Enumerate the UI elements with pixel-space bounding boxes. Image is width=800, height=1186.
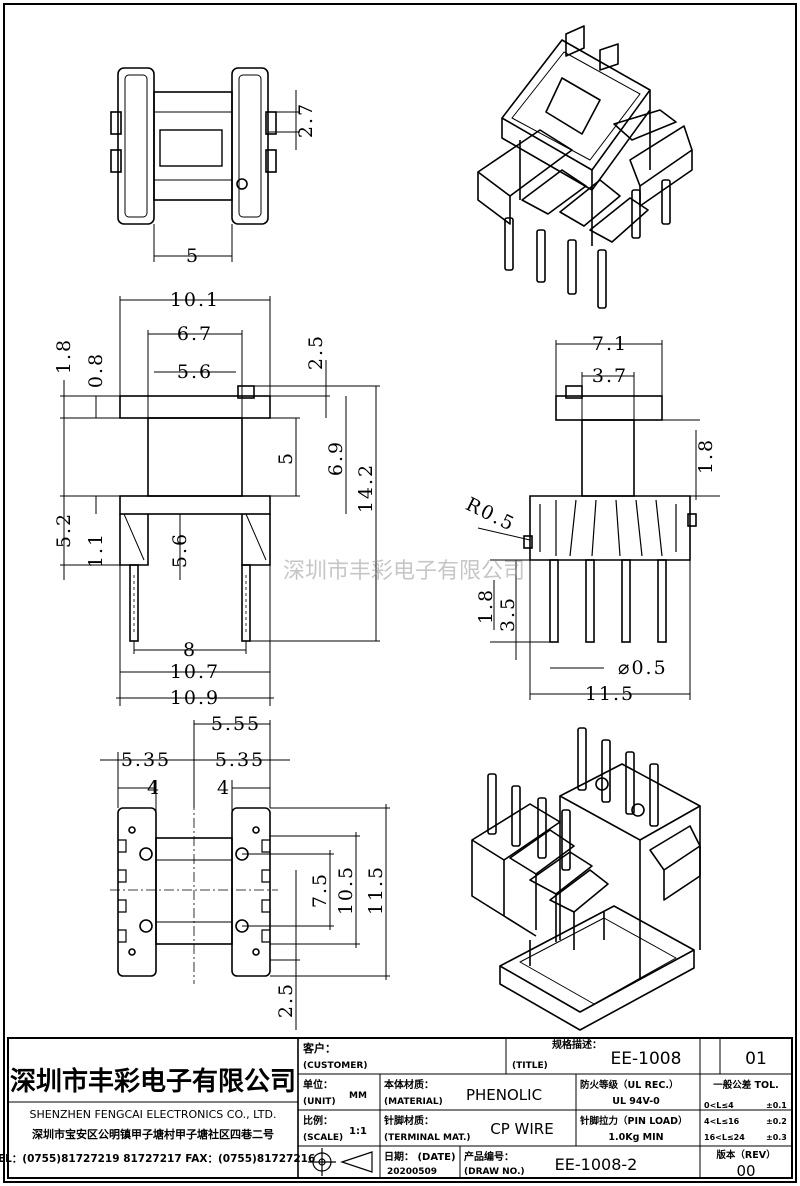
iso-view-top-pins [504,179,671,309]
date-label: 日期： (DATE) [384,1150,456,1163]
dim-front-body-h: 6.9 [325,440,347,476]
customer-label: 客户： [302,1041,336,1055]
drawno-value: EE-1008-2 [555,1155,638,1174]
scale-label: 比例： [303,1114,333,1127]
fire-label: 防火等级（UL REC.） [580,1079,678,1091]
title-label-en: (TITLE) [512,1061,548,1071]
dim-front-core-width: 5.6 [177,361,213,383]
fire-value: UL 94V-0 [612,1096,660,1107]
rev-value: 00 [736,1162,755,1180]
watermark: 深圳市丰彩电子有限公司 [283,559,525,584]
dim-bottom-total: 11.5 [365,865,387,915]
dim-front-post-h: 2.5 [305,334,327,370]
unit-label: 单位： [303,1078,333,1091]
dim-front-pin-pitch: 8 [183,639,197,661]
date-value: 20200509 [387,1167,437,1177]
dim-side-core-w: 3.7 [592,365,628,387]
dim-front-flange-inner: 6.7 [177,323,213,345]
dim-bottom-edge: 2.5 [275,982,297,1018]
terminal-label: 针脚材质： [384,1114,434,1127]
tol-range-1: 0<L≤4 [704,1101,734,1110]
tol-value-2: ±0.2 [766,1117,787,1126]
tol-value-1: ±0.1 [766,1101,787,1110]
side-view-dims [477,340,720,700]
unit-label-en: (UNIT) [303,1097,336,1107]
terminal-label-en: (TERMINAL MAT.) [384,1133,471,1143]
side-view [523,385,697,643]
scale-value: 1:1 [349,1126,367,1137]
bottom-view [110,800,278,984]
pinload-value: 1.0Kg MIN [608,1132,663,1143]
dim-side-pin-dia: ⌀0.5 [618,657,668,679]
tol-range-2: 4<L≤16 [704,1117,740,1126]
iso-view-top [477,25,693,246]
dim-bottom-left-pad: 4 [147,777,161,799]
dim-side-top-w: 7.1 [592,333,628,355]
drawing-border [3,3,797,1183]
bottom-view-dims [100,720,390,1030]
top-view [110,67,277,225]
iso-view-bottom [471,763,701,1031]
drawno-label: 产品编号： [464,1150,514,1163]
company-name-en: SHENZHEN FENGCAI ELECTRONICS CO., LTD. [30,1108,277,1121]
dim-bottom-span: 10.5 [335,865,357,915]
iso-view-bottom-pins [487,727,659,871]
front-view-dims [60,296,380,706]
material-label-en: (MATERIAL) [384,1097,443,1107]
company-tel-fax: TEL：(0755)81727219 81727217 FAX：(0755)81… [0,1153,315,1165]
dim-front-base-w2: 10.9 [170,687,220,709]
pinload-label: 针脚拉力（PIN LOAD） [580,1115,688,1127]
sheet-no: 01 [745,1049,767,1069]
dim-bottom-left-w: 5.35 [121,749,171,771]
tol-range-3: 16<L≤24 [704,1133,745,1142]
top-view-dims [153,90,300,262]
dim-side-pin-b: 3.5 [497,596,519,632]
dim-bottom-right-pad: 4 [217,777,231,799]
tol-label: 一般公差 TOL. [713,1079,779,1091]
dim-front-base-w1: 10.7 [170,661,220,683]
material-label: 本体材质： [384,1078,434,1091]
front-view [119,385,271,642]
dim-side-overall-w: 11.5 [585,683,635,705]
company-name-cn: 深圳市丰彩电子有限公司 [10,1066,296,1097]
tol-value-3: ±0.3 [766,1133,787,1142]
title-block [7,1037,793,1179]
dim-bottom-right-w: 5.35 [215,749,265,771]
dim-front-total-height-left: 1.8 [53,338,75,374]
rev-label: 版本（REV） [715,1149,775,1161]
drawno-label-en: (DRAW NO.) [464,1167,525,1177]
title-value: EE-1008 [611,1049,682,1069]
dim-side-radius: R0.5 [462,493,519,536]
title-label: 规格描述： [552,1038,602,1051]
dim-front-pin-len: 5.6 [169,532,191,568]
dim-front-overall-width: 10.1 [170,289,220,311]
terminal-value: CP WIRE [490,1120,553,1138]
scale-label-en: (SCALE) [303,1133,343,1143]
customer-label-en: (CUSTOMER) [303,1061,367,1071]
dim-front-flange-thk: 0.8 [85,352,107,388]
dim-side-pin-a: 1.8 [475,588,497,624]
projection-symbol [308,1148,373,1176]
dim-front-winding-h: 5 [275,451,297,465]
dim-front-pin-offset: 5.2 [53,512,75,548]
company-address: 深圳市宝安区公明镇甲子塘村甲子塘社区四巷二号 [32,1127,274,1141]
dim-top-slot-height: 2.7 [295,102,317,138]
dim-front-total-h: 14.2 [355,463,377,513]
dim-front-base-thk: 1.1 [85,532,107,568]
material-value: PHENOLIC [466,1086,542,1104]
unit-value: MM [349,1091,367,1101]
dim-bottom-center-w: 5.55 [211,713,261,735]
dim-bottom-pitch: 7.5 [309,872,331,908]
dim-side-top-h: 1.8 [695,438,717,474]
dim-top-width: 5 [186,245,200,267]
